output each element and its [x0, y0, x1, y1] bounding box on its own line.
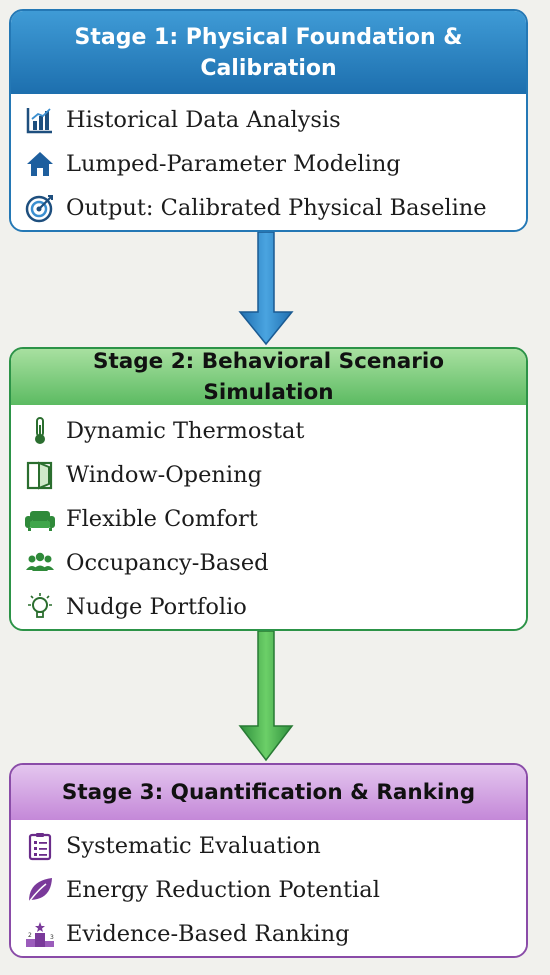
item-label: Lumped-Parameter Modeling: [66, 151, 401, 177]
list-item: Window-Opening: [11, 453, 526, 497]
target-icon: [23, 191, 57, 225]
list-item: Nudge Portfolio: [11, 585, 526, 629]
stage-3-items: Systematic Evaluation Energy Reduction P…: [11, 820, 526, 956]
stage-1-title: Stage 1: Physical Foundation & Calibrati…: [11, 11, 526, 94]
thermometer-icon: [23, 414, 57, 448]
svg-text:3: 3: [50, 934, 54, 941]
house-icon: [23, 147, 57, 181]
list-item: Flexible Comfort: [11, 497, 526, 541]
stage-2-box: Stage 2: Behavioral Scenario Simulation …: [9, 347, 528, 631]
list-item: Systematic Evaluation: [11, 824, 526, 868]
podium-icon: 2 3: [23, 917, 57, 951]
bar-chart-icon: [23, 103, 57, 137]
item-label: Energy Reduction Potential: [66, 877, 380, 903]
clipboard-icon: [23, 829, 57, 863]
down-arrow-icon: [238, 631, 294, 762]
list-item: Historical Data Analysis: [11, 98, 526, 142]
list-item: Occupancy-Based: [11, 541, 526, 585]
list-item: Output: Calibrated Physical Baseline: [11, 186, 526, 230]
item-label: Dynamic Thermostat: [66, 418, 305, 444]
stage-1-box: Stage 1: Physical Foundation & Calibrati…: [9, 9, 528, 232]
window-icon: [23, 458, 57, 492]
list-item: 2 3 Evidence-Based Ranking: [11, 912, 526, 956]
list-item: Energy Reduction Potential: [11, 868, 526, 912]
down-arrow-icon: [238, 232, 294, 346]
lightbulb-icon: [23, 590, 57, 624]
item-label: Flexible Comfort: [66, 506, 258, 532]
people-icon: [23, 546, 57, 580]
item-label: Window-Opening: [66, 462, 262, 488]
item-label: Output: Calibrated Physical Baseline: [66, 195, 487, 221]
item-label: Nudge Portfolio: [66, 594, 247, 620]
item-label: Historical Data Analysis: [66, 107, 341, 133]
item-label: Systematic Evaluation: [66, 833, 321, 859]
stage-3-box: Stage 3: Quantification & Ranking System…: [9, 763, 528, 958]
item-label: Evidence-Based Ranking: [66, 921, 350, 947]
item-label: Occupancy-Based: [66, 550, 269, 576]
sofa-icon: [23, 502, 57, 536]
list-item: Lumped-Parameter Modeling: [11, 142, 526, 186]
stage-3-title: Stage 3: Quantification & Ranking: [11, 765, 526, 820]
stage-2-items: Dynamic Thermostat Window-Opening: [11, 405, 526, 629]
list-item: Dynamic Thermostat: [11, 409, 526, 453]
stage-2-title: Stage 2: Behavioral Scenario Simulation: [11, 349, 526, 405]
svg-text:2: 2: [28, 932, 32, 939]
leaf-icon: [23, 873, 57, 907]
stage-1-items: Historical Data Analysis Lumped-Paramete…: [11, 94, 526, 230]
